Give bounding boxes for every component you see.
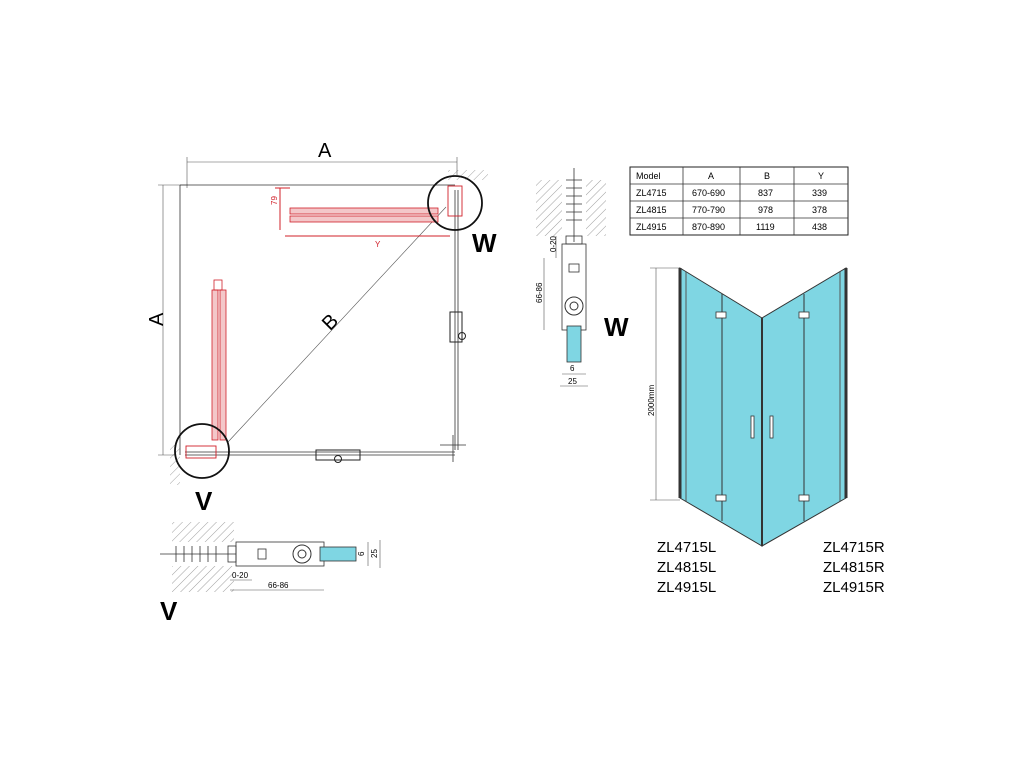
door-handle-left bbox=[750, 415, 755, 439]
profile-slot bbox=[568, 263, 580, 273]
detail-w-label: W bbox=[604, 312, 629, 342]
anchor-teeth bbox=[175, 546, 217, 562]
table-cell: 870-890 bbox=[692, 222, 725, 232]
w-fitting bbox=[447, 185, 463, 217]
model-name: ZL4715R bbox=[823, 539, 885, 556]
detail-v-glass bbox=[319, 546, 357, 562]
v-fitting bbox=[185, 445, 217, 459]
model-name: ZL4915L bbox=[657, 579, 716, 596]
dim-a-top-label: A bbox=[318, 140, 332, 162]
detail-v-label: V bbox=[160, 596, 178, 626]
detail-w-profile bbox=[561, 243, 587, 331]
detail-circle-v bbox=[174, 423, 230, 479]
table-cell: ZL4815 bbox=[636, 205, 667, 215]
elevation-view: 2000mm bbox=[647, 267, 848, 547]
table-cell: 837 bbox=[758, 188, 773, 198]
detail-v: 0-20 66-86 6 25 V bbox=[160, 522, 381, 626]
left-door-handle bbox=[213, 279, 223, 291]
table-cell: 1119 bbox=[756, 222, 775, 232]
table-header-model: Model bbox=[636, 171, 661, 181]
dim-y-label: Y bbox=[375, 240, 381, 249]
bottom-handle-body bbox=[315, 449, 361, 461]
detail-v-dim-66-86: 66-86 bbox=[268, 581, 289, 590]
plan-label-w: W bbox=[472, 228, 497, 258]
top-door-leaf-2 bbox=[289, 215, 439, 223]
hinge-icon bbox=[798, 311, 810, 319]
table-cell: 770-790 bbox=[692, 205, 725, 215]
bottom-panel-handle bbox=[315, 449, 361, 463]
table-header-a: A bbox=[708, 171, 714, 181]
glass-panel-left bbox=[679, 267, 763, 547]
left-door-leaf-2 bbox=[219, 289, 227, 441]
detail-w-dim-6: 6 bbox=[570, 364, 575, 373]
profile-screw-inner bbox=[297, 549, 307, 559]
dim-79-label: 79 bbox=[270, 196, 279, 205]
corner-fitting bbox=[440, 435, 466, 462]
detail-w-dim-66-86: 66-86 bbox=[535, 282, 544, 303]
model-name: ZL4715L bbox=[657, 539, 716, 556]
model-name: ZL4815L bbox=[657, 559, 716, 576]
detail-v-dim-25: 25 bbox=[370, 549, 379, 558]
detail-v-dim-0-20: 0-20 bbox=[232, 571, 249, 580]
top-door-open: 79 Y bbox=[270, 187, 450, 249]
profile-slot bbox=[257, 548, 267, 560]
hinge-icon bbox=[798, 494, 810, 502]
model-name: ZL4815R bbox=[823, 559, 885, 576]
model-name: ZL4915R bbox=[823, 579, 885, 596]
wall-hatch-top bbox=[448, 170, 488, 180]
hinge-icon bbox=[715, 494, 727, 502]
profile-screw-outer bbox=[564, 296, 584, 316]
plan-view: A A B 79 Y bbox=[146, 140, 497, 516]
model-list-left: ZL4715L ZL4815L ZL4915L bbox=[657, 539, 716, 596]
detail-w-dim-25: 25 bbox=[568, 377, 577, 386]
elevation-height-label: 2000mm bbox=[647, 385, 656, 416]
table-cell: ZL4915 bbox=[636, 222, 667, 232]
profile-screw-outer bbox=[292, 544, 312, 564]
left-door-leaf-1 bbox=[211, 289, 219, 441]
detail-w-glass bbox=[566, 325, 582, 363]
detail-circle-w bbox=[427, 175, 483, 231]
wall-hatch-left bbox=[170, 445, 180, 485]
table-header-y: Y bbox=[818, 171, 824, 181]
spec-table: Model A B Y ZL4715 670-690 837 339 ZL481… bbox=[629, 166, 849, 236]
door-handle-right bbox=[769, 415, 774, 439]
dim-b-label: B bbox=[318, 310, 343, 335]
diagonal-b bbox=[227, 206, 447, 443]
table-cell: ZL4715 bbox=[636, 188, 667, 198]
table-cell: 378 bbox=[812, 205, 827, 215]
detail-w-dim-0-20: 0-20 bbox=[549, 235, 558, 252]
table-cell: 339 bbox=[812, 188, 827, 198]
anchor-teeth bbox=[566, 179, 582, 221]
table-cell: 438 bbox=[812, 222, 827, 232]
right-handle-knob bbox=[458, 332, 466, 340]
table-cell: 670-690 bbox=[692, 188, 725, 198]
hinge-icon bbox=[715, 311, 727, 319]
profile-screw-inner bbox=[569, 301, 579, 311]
dim-a-left-label: A bbox=[146, 312, 168, 326]
right-handle-body bbox=[449, 311, 463, 343]
detail-v-dim-6: 6 bbox=[357, 551, 366, 556]
top-door-leaf-1 bbox=[289, 207, 439, 215]
table-cell: 978 bbox=[758, 205, 773, 215]
model-list-right: ZL4715R ZL4815R ZL4915R bbox=[823, 539, 885, 596]
detail-w: 0-20 66-86 6 25 W bbox=[535, 168, 629, 387]
plan-label-v: V bbox=[195, 486, 213, 516]
bottom-handle-knob bbox=[334, 455, 342, 463]
table-header-b: B bbox=[764, 171, 770, 181]
left-door-open bbox=[211, 279, 227, 441]
right-panel-handle bbox=[449, 311, 466, 343]
